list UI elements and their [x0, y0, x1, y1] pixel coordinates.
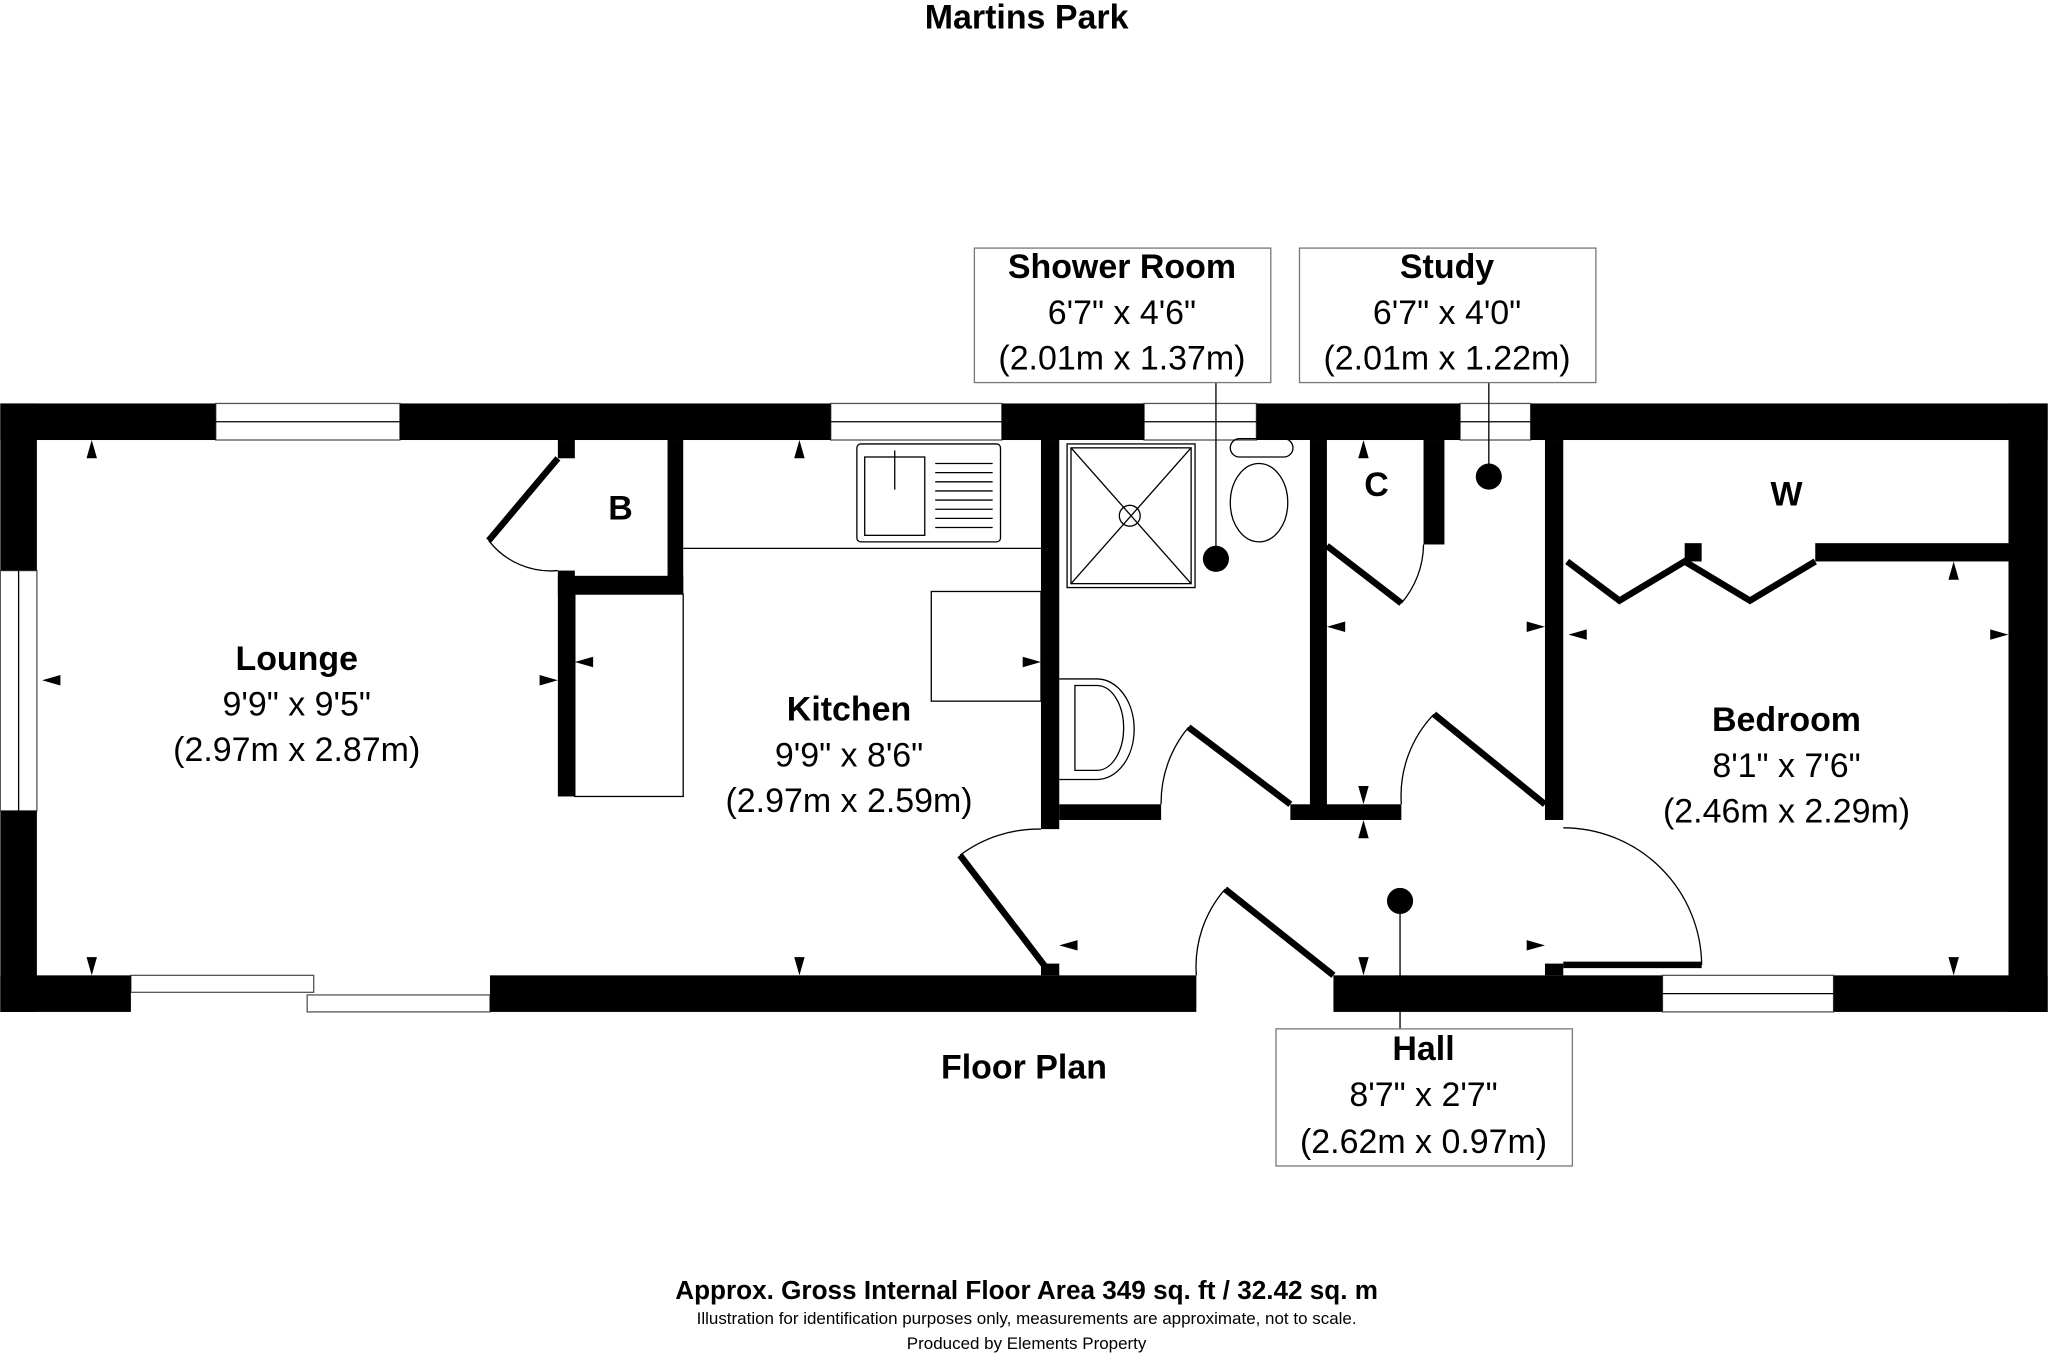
cupboard-marker: C [1364, 466, 1389, 504]
storage-box [574, 593, 684, 798]
plan-title: Martins Park [925, 0, 1129, 37]
room-metric: (2.97m x 2.87m) [173, 731, 420, 769]
kitchen-sink-icon [856, 443, 1002, 543]
room-imperial: 6'7" x 4'6" [1048, 294, 1196, 332]
room-imperial: 6'7" x 4'0" [1373, 294, 1521, 332]
room-shower: Shower Room 6'7" x 4'6" (2.01m x 1.37m) [973, 247, 1272, 384]
dimension-arrows [42, 440, 2009, 976]
shower-tray-icon [1066, 443, 1196, 589]
room-metric: (2.97m x 2.59m) [725, 782, 972, 820]
room-imperial: 9'9" x 9'5" [223, 686, 371, 724]
room-bedroom: Bedroom 8'1" x 7'6" (2.46m x 2.29m) [1663, 701, 1910, 830]
footer: Approx. Gross Internal Floor Area 349 sq… [675, 1275, 1378, 1353]
basin-icon [1059, 678, 1135, 781]
room-name: Study [1400, 248, 1494, 286]
room-metric: (2.01m x 1.22m) [1324, 340, 1571, 378]
room-metric: (2.01m x 1.37m) [998, 340, 1245, 378]
room-metric: (2.62m x 0.97m) [1300, 1123, 1547, 1161]
room-name: Shower Room [1008, 248, 1236, 286]
fridge [930, 590, 1042, 702]
room-kitchen: Kitchen 9'9" x 8'6" (2.97m x 2.59m) [725, 691, 972, 820]
room-name: Bedroom [1712, 701, 1861, 739]
windows [0, 402, 1835, 1013]
plan-label: Floor Plan [941, 1048, 1107, 1086]
walls [0, 403, 2048, 1012]
fixtures [486, 381, 1817, 1029]
boiler-marker: B [608, 490, 633, 528]
floor-area: Approx. Gross Internal Floor Area 349 sq… [675, 1275, 1378, 1305]
room-name: Lounge [235, 640, 358, 678]
credit: Produced by Elements Property [907, 1334, 1147, 1353]
room-name: Hall [1392, 1030, 1454, 1068]
room-lounge: Lounge 9'9" x 9'5" (2.97m x 2.87m) [173, 640, 420, 769]
room-imperial: 8'7" x 2'7" [1349, 1076, 1497, 1114]
room-name: Kitchen [787, 691, 911, 729]
room-imperial: 9'9" x 8'6" [775, 736, 923, 774]
toilet-icon [1229, 438, 1294, 543]
doors [486, 456, 1817, 978]
room-study: Study 6'7" x 4'0" (2.01m x 1.22m) [1298, 247, 1597, 384]
room-imperial: 8'1" x 7'6" [1712, 747, 1860, 785]
room-hall: Hall 8'7" x 2'7" (2.62m x 0.97m) [1275, 1028, 1574, 1167]
disclaimer: Illustration for identification purposes… [697, 1309, 1357, 1328]
wardrobe-marker: W [1770, 475, 1802, 513]
room-metric: (2.46m x 2.29m) [1663, 793, 1910, 831]
